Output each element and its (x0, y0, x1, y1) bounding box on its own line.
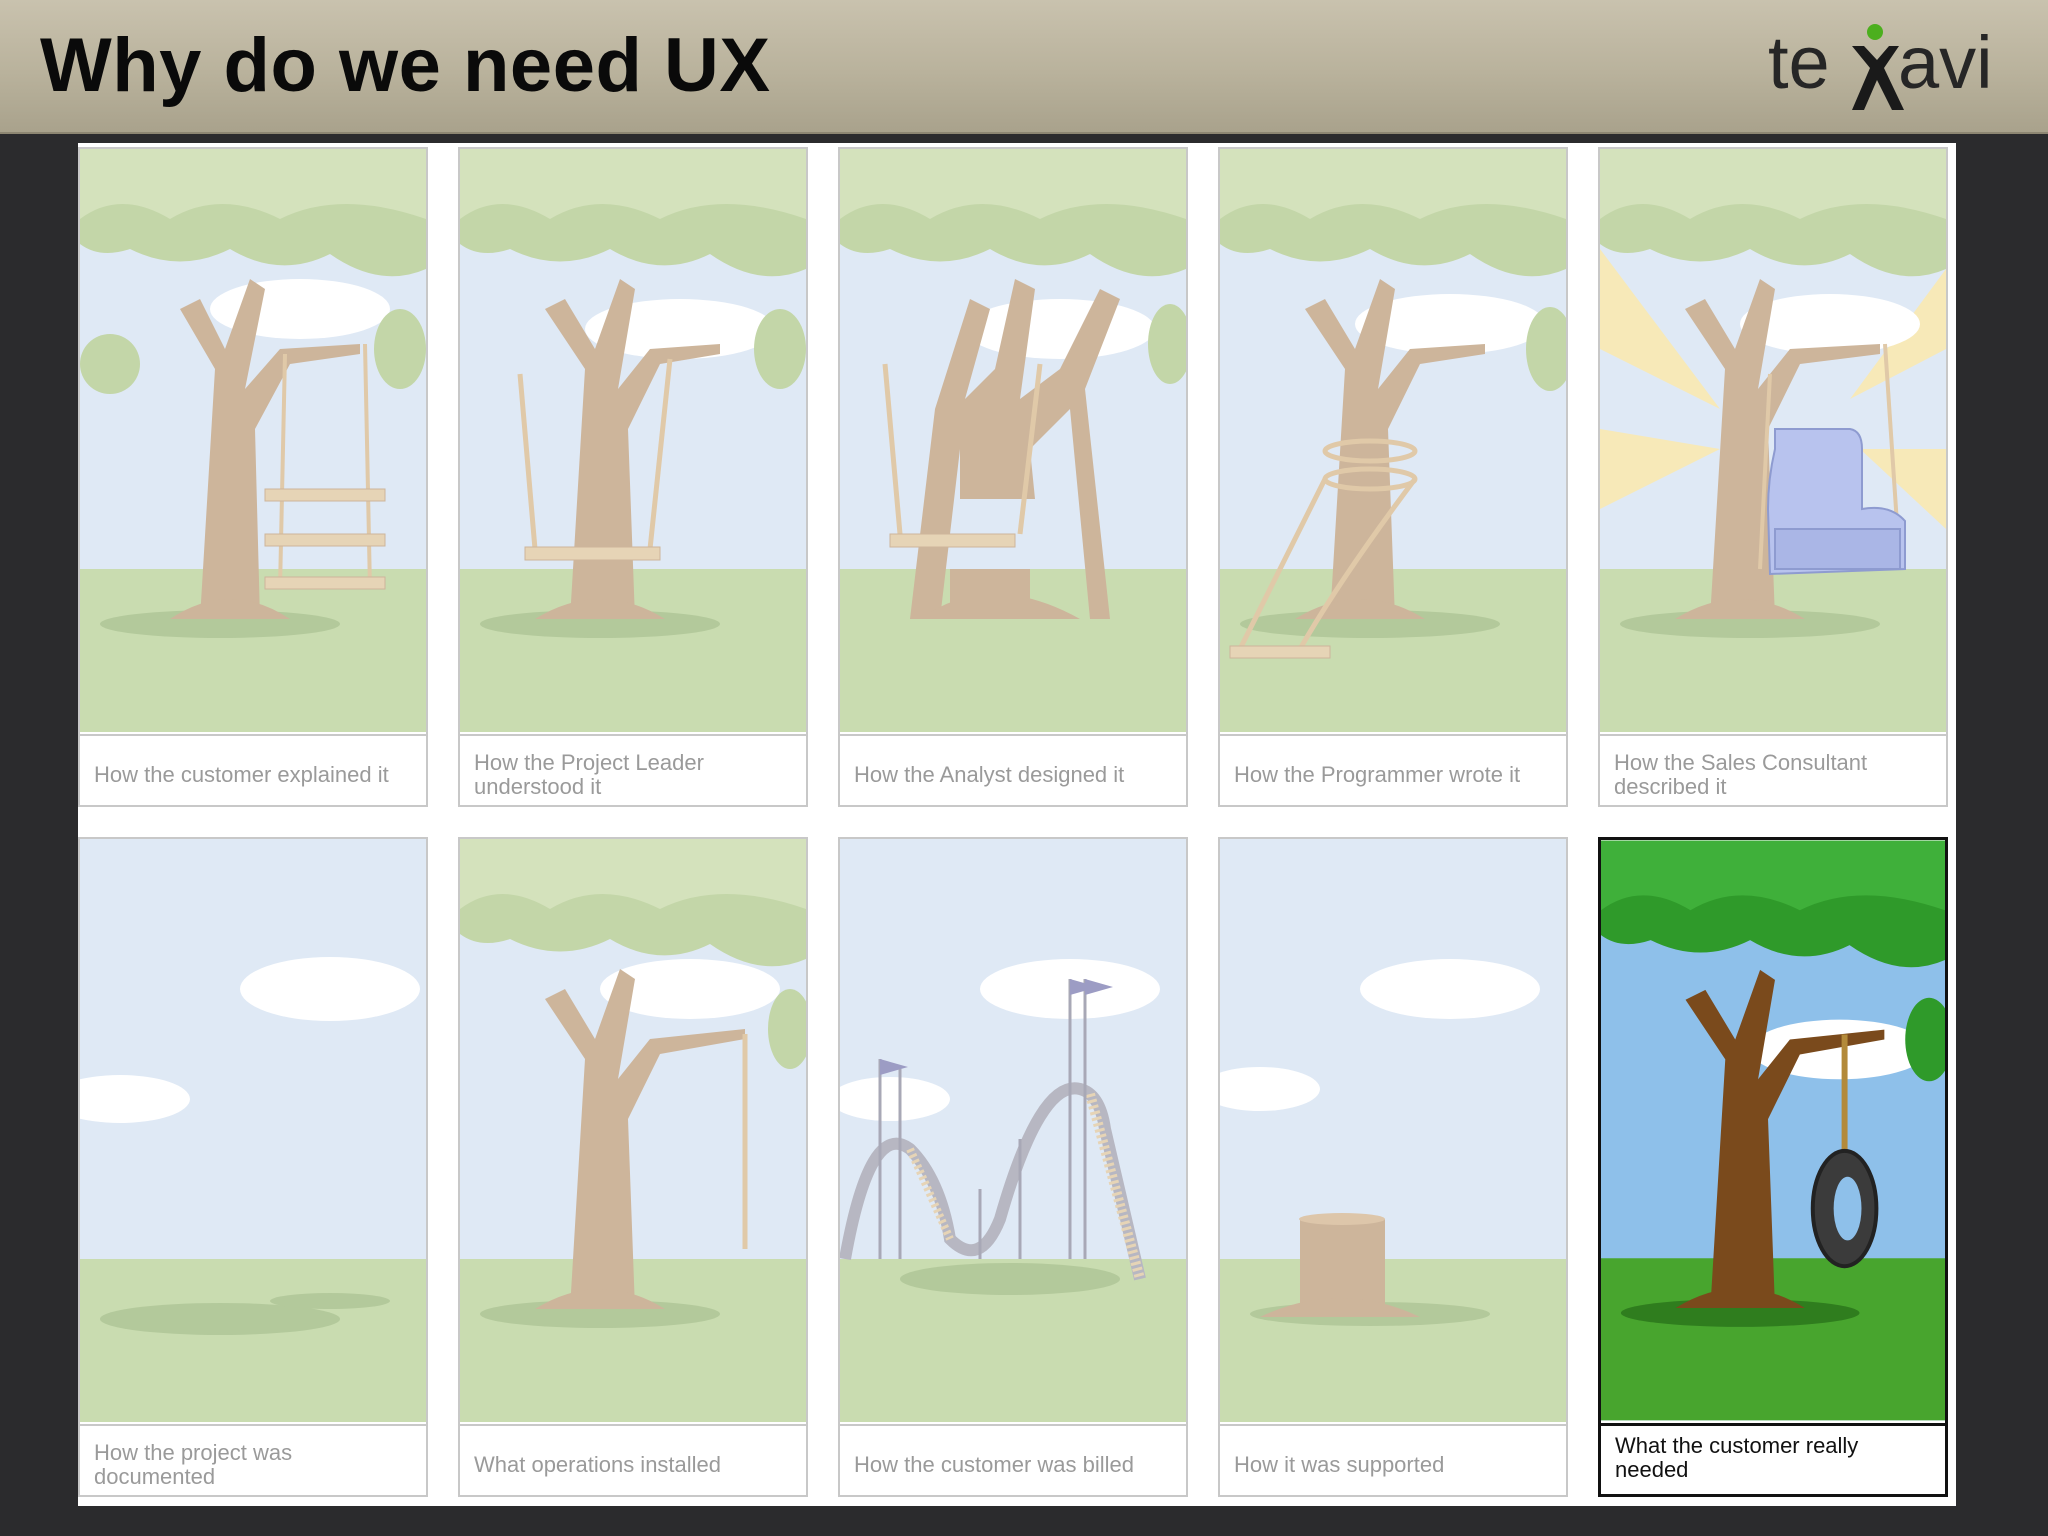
panel-supported: How it was supported (1218, 837, 1568, 1497)
panel-illustration (80, 839, 426, 1422)
panel-illustration (1220, 149, 1566, 732)
panel-caption: How the Sales Consultant described it (1600, 734, 1946, 805)
panel-programmer-wrote: How the Programmer wrote it (1218, 147, 1568, 807)
panel-sales-consultant-described: How the Sales Consultant described it (1598, 147, 1948, 807)
panel-illustration (80, 149, 426, 732)
panel-caption: What operations installed (460, 1424, 806, 1495)
comic-strip: How the customer explained it How the Pr… (78, 143, 1956, 1506)
panel-customer-explained: How the customer explained it (78, 147, 428, 807)
panel-customer-billed: How the customer was billed (838, 837, 1188, 1497)
panel-caption: How the customer was billed (840, 1424, 1186, 1495)
panel-illustration (840, 839, 1186, 1422)
logo-text-start: te (1768, 21, 1830, 104)
panel-caption: How the project was documented (80, 1424, 426, 1495)
panel-caption: What the customer really needed (1601, 1423, 1945, 1494)
panel-illustration (1600, 149, 1946, 732)
panel-caption: How it was supported (1220, 1424, 1566, 1495)
panel-project-leader-understood: How the Project Leader understood it (458, 147, 808, 807)
panel-caption: How the customer explained it (80, 734, 426, 805)
panel-customer-really-needed: What the customer really needed (1598, 837, 1948, 1497)
x-person-icon (1852, 24, 1904, 110)
logo-text-end: avi (1898, 21, 1993, 104)
slide-header: Why do we need UX te avi (0, 0, 2048, 134)
panel-illustration (840, 149, 1186, 732)
panel-caption: How the Analyst designed it (840, 734, 1186, 805)
texavi-logo: te avi (1768, 18, 1998, 118)
panel-analyst-designed: How the Analyst designed it (838, 147, 1188, 807)
panel-caption: How the Project Leader understood it (460, 734, 806, 805)
logo-mark: te avi (1768, 21, 1993, 110)
panel-illustration (1601, 840, 1945, 1421)
panel-project-documented: How the project was documented (78, 837, 428, 1497)
panel-caption: How the Programmer wrote it (1220, 734, 1566, 805)
panel-illustration (460, 839, 806, 1422)
panel-illustration (1220, 839, 1566, 1422)
panel-operations-installed: What operations installed (458, 837, 808, 1497)
slide-title: Why do we need UX (40, 23, 771, 108)
panel-illustration (460, 149, 806, 732)
